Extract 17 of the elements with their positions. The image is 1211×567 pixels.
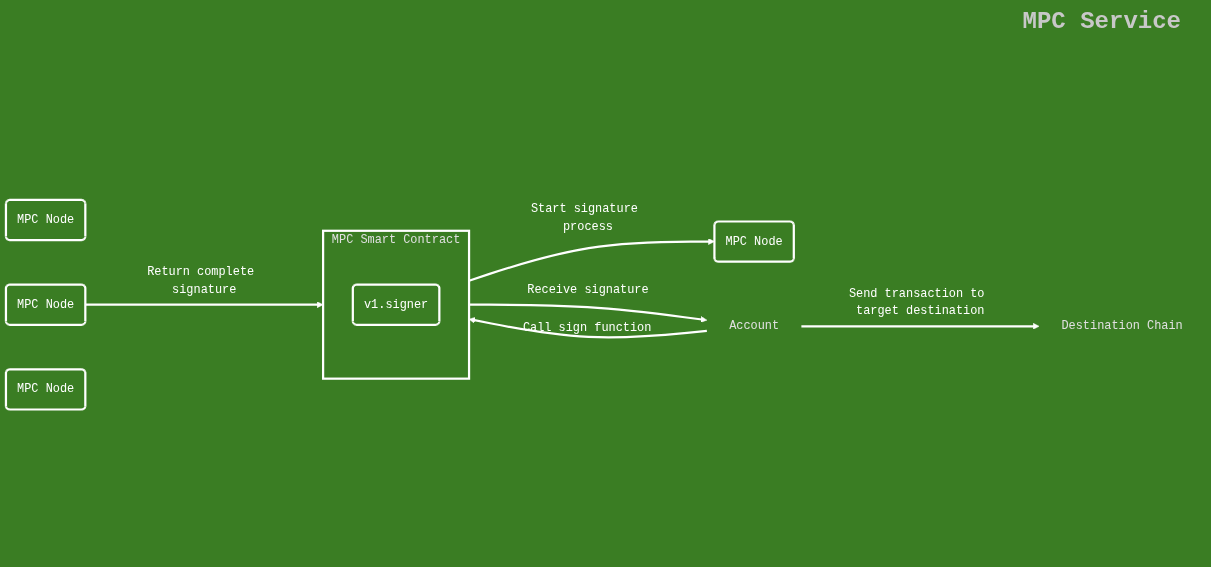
heading: MPC Service <box>1022 8 1181 35</box>
node-text: MPC Node <box>17 383 75 397</box>
arrow <box>469 303 708 323</box>
node-text: MPC Node <box>17 213 75 227</box>
node-text: MPC Node <box>17 298 75 312</box>
arrow <box>468 317 707 339</box>
arrow <box>801 323 1040 330</box>
edge-label: Receive signature <box>527 283 649 297</box>
edge-label: Return complete signature <box>147 265 255 297</box>
node-text: MPC Node <box>725 235 783 249</box>
node-text: Destination Chain <box>1061 319 1183 334</box>
node-text: v1.signer <box>363 298 429 312</box>
arrow <box>468 238 715 283</box>
node-text: Account <box>729 319 780 334</box>
edge-label: Send transaction to target destination <box>848 287 985 319</box>
edge-label: Start signature process <box>530 202 638 234</box>
arrow <box>85 301 324 309</box>
